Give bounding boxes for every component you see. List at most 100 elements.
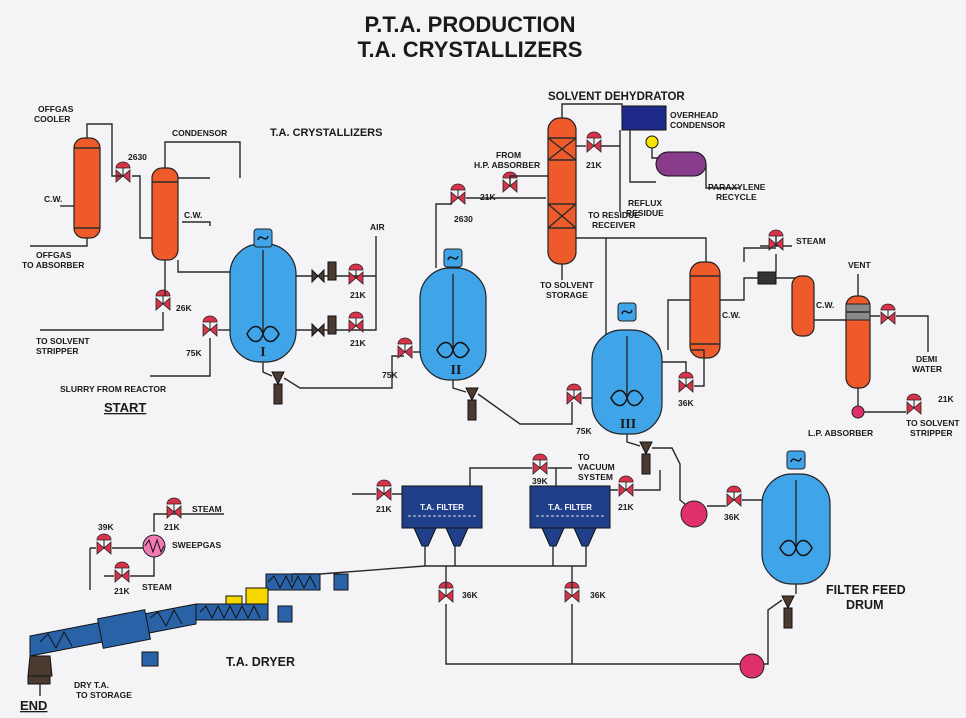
vessel-id-iii: III <box>620 417 636 432</box>
offgas-cooler <box>73 137 101 239</box>
lp-absorber-pump[interactable] <box>851 405 865 419</box>
label-solvent-dehydrator: SOLVENT DEHYDRATOR <box>548 91 685 103</box>
label-steam-ejector: STEAM <box>796 236 826 246</box>
valve-21k-air-lower[interactable] <box>348 311 364 333</box>
valve-39k-dryer[interactable] <box>96 533 112 555</box>
reflux-drum-yellow <box>645 135 659 149</box>
label-end: END <box>20 698 47 713</box>
agitator-motor-iii <box>617 302 637 322</box>
label-condensor: CONDENSOR <box>172 128 227 138</box>
check-valve-upper[interactable] <box>311 261 337 284</box>
discharge-pump-iii <box>639 441 653 475</box>
vent-condenser <box>689 261 721 359</box>
tag-36k-filter-left: 36K <box>462 590 478 600</box>
label-filter-feed-drum-2: DRUM <box>846 598 884 612</box>
valve-39k-vacuum[interactable] <box>532 453 548 475</box>
ta-filter-right <box>529 485 611 547</box>
label-ta-filter-left: T.A. FILTER <box>420 503 464 512</box>
filter-feed-pump[interactable] <box>680 500 708 528</box>
tag-36k-feed: 36K <box>724 512 740 522</box>
label-offgas-cooler-2: COOLER <box>34 114 70 124</box>
valve-2630-middle[interactable] <box>450 183 466 205</box>
label-vacuum-3: SYSTEM <box>578 472 613 482</box>
vessel-id-ii: II <box>451 363 462 378</box>
tag-2630-left: 2630 <box>128 152 147 162</box>
discharge-pump-ii <box>465 387 479 421</box>
label-ta-dryer: T.A. DRYER <box>226 655 295 669</box>
valve-demi-water[interactable] <box>880 303 896 325</box>
valve-21k-filter-left[interactable] <box>376 479 392 501</box>
tag-36k-iii: 36K <box>678 398 694 408</box>
tag-21k-sweepgas: 21K <box>164 522 180 532</box>
label-steam-dryer-2: STEAM <box>142 582 172 592</box>
valve-21k-dehydrator[interactable] <box>586 131 602 153</box>
valve-21k-filter-right[interactable] <box>618 475 634 497</box>
label-paraxylene-1: PARAXYLENE <box>708 182 766 192</box>
label-filter-feed-drum-1: FILTER FEED <box>826 583 906 597</box>
label-to-solvent-storage-1: TO SOLVENT <box>540 280 594 290</box>
label-start: START <box>104 400 146 415</box>
valve-2630-left[interactable] <box>115 161 131 183</box>
tag-21k-filter-left: 21K <box>376 504 392 514</box>
label-from-hp-absorber-1: FROM <box>496 150 521 160</box>
label-offgas-absorber-1: OFFGAS <box>36 250 72 260</box>
label-slurry-from-reactor: SLURRY FROM REACTOR <box>60 384 166 394</box>
valve-26k[interactable] <box>155 289 171 311</box>
recycle-pump[interactable] <box>739 653 765 679</box>
tag-21k-hp: 21K <box>480 192 496 202</box>
tag-26k: 26K <box>176 303 192 313</box>
discharge-pump-i <box>271 371 285 405</box>
tag-75k-left: 75K <box>186 348 202 358</box>
valve-21k-steam-dryer[interactable] <box>114 561 130 583</box>
label-residue-receiver-1: TO RESIDUE <box>588 210 640 220</box>
label-sweepgas: SWEEPGAS <box>172 540 221 550</box>
discharge-pump-feed-drum <box>781 595 795 629</box>
tag-21k-steam-dryer: 21K <box>114 586 130 596</box>
label-dry-ta-2: TO STORAGE <box>76 690 132 700</box>
valve-75k-middle[interactable] <box>397 337 413 359</box>
label-air: AIR <box>370 222 385 232</box>
vent-scrubber <box>791 275 815 337</box>
agitator-motor-i <box>253 228 273 248</box>
label-to-solvent-stripper-right-2: STRIPPER <box>910 428 953 438</box>
lp-absorber <box>845 295 871 389</box>
valve-steam-ejector[interactable] <box>768 229 784 251</box>
label-demi-1: DEMI <box>916 354 937 364</box>
valve-36k-iii[interactable] <box>678 371 694 393</box>
valve-21k-lp-absorber[interactable] <box>906 393 922 415</box>
vessel-id-i: I <box>260 345 265 360</box>
label-reflux-1: REFLUX <box>628 198 662 208</box>
ta-dryer-conveyor <box>27 573 349 685</box>
check-valve-lower[interactable] <box>311 315 337 338</box>
valve-36k-feed[interactable] <box>726 485 742 507</box>
valve-21k-sweepgas[interactable] <box>166 497 182 519</box>
label-overhead-2: CONDENSOR <box>670 120 725 130</box>
solvent-dehydrator-column <box>547 117 577 265</box>
label-residue-receiver-2: RECEIVER <box>592 220 635 230</box>
label-cw-cooler: C.W. <box>44 194 62 204</box>
label-demi-2: WATER <box>912 364 942 374</box>
sweepgas-heater <box>142 534 166 558</box>
paraxylene-separator <box>655 151 707 177</box>
label-to-solvent-stripper-left-1: TO SOLVENT <box>36 336 90 346</box>
label-cw-scrubber: C.W. <box>816 300 834 310</box>
label-from-hp-absorber-2: H.P. ABSORBER <box>474 160 540 170</box>
steam-ejector <box>757 271 777 285</box>
valve-75k-right[interactable] <box>566 383 582 405</box>
tag-39k-dryer: 39K <box>98 522 114 532</box>
label-reflux-2: RESIDUE <box>626 208 664 218</box>
label-ta-crystallizers: T.A. CRYSTALLIZERS <box>270 127 382 139</box>
overhead-condensor <box>621 105 667 131</box>
crystallizer-ii <box>419 267 487 381</box>
valve-21k-air-upper[interactable] <box>348 263 364 285</box>
label-vacuum-2: VACUUM <box>578 462 615 472</box>
valve-75k-left[interactable] <box>202 315 218 337</box>
label-offgas-cooler-1: OFFGAS <box>38 104 74 114</box>
agitator-motor-ii <box>443 248 463 268</box>
tag-75k-right: 75K <box>576 426 592 436</box>
condensor-vessel <box>151 167 179 261</box>
tag-21k-dehydrator: 21K <box>586 160 602 170</box>
label-vent: VENT <box>848 260 871 270</box>
label-vacuum-1: TO <box>578 452 590 462</box>
